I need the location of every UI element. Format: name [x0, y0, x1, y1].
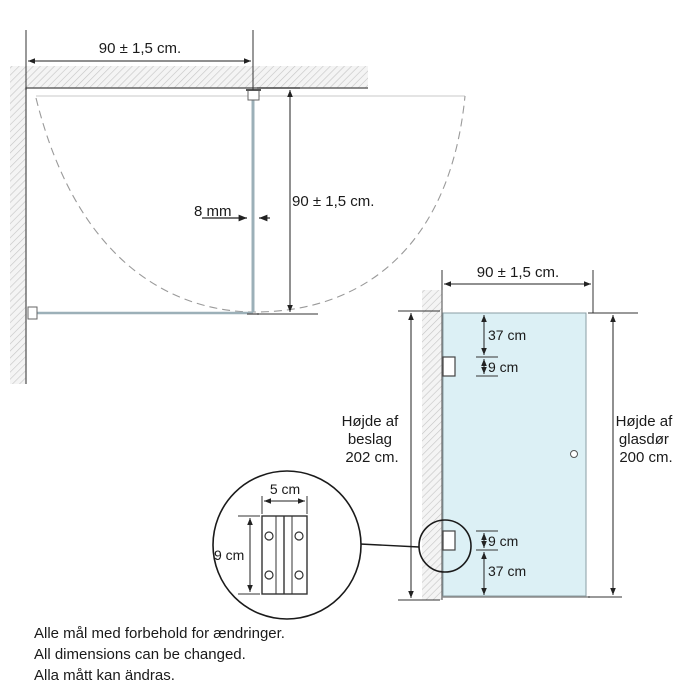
top-hinge-height-label: 9 cm	[488, 359, 518, 375]
disclaimer-swedish: Alla mått kan ändras.	[34, 667, 175, 684]
fitting-height-line-3: 202 cm.	[345, 449, 398, 466]
bottom-hinge-offset-label: 37 cm	[488, 563, 526, 579]
disclaimer-english: All dimensions can be changed.	[34, 646, 246, 663]
front-view: 90 ± 1,5 cm. 37 cm 9 cm 9 cm 37 cm Højde…	[342, 264, 677, 601]
fitting-height-line-2: beslag	[348, 431, 392, 448]
top-width-label: 90 ± 1,5 cm.	[99, 40, 181, 57]
top-hinge-offset-label: 37 cm	[488, 327, 526, 343]
detail-screw	[294, 531, 304, 541]
wall-bracket	[27, 306, 38, 320]
fitting-height-label: Højde af beslag 202 cm.	[342, 413, 403, 466]
ceiling-wall-hatch	[26, 66, 368, 88]
front-wall-hatch	[422, 290, 442, 600]
glass-height-label: Højde af glasdør 200 cm.	[616, 413, 677, 466]
disclaimer-notes: Alle mål med forbehold for ændringer. Al…	[34, 623, 285, 686]
fitting-height-line-1: Højde af	[342, 413, 400, 430]
top-bracket	[247, 89, 260, 101]
detail-screw	[264, 570, 274, 580]
glass-height-line-1: Højde af	[616, 413, 674, 430]
detail-screw	[264, 531, 274, 541]
detail-callout-circle	[418, 519, 472, 573]
glass-height-line-2: glasdør	[619, 431, 669, 448]
glass-height-line-3: 200 cm.	[619, 449, 672, 466]
front-width-label: 90 ± 1,5 cm.	[477, 264, 559, 281]
detail-leader-line	[359, 543, 420, 548]
gap-label: 8 mm	[194, 203, 232, 220]
detail-height-label: 9 cm	[214, 547, 244, 563]
side-wall-hatch	[10, 66, 26, 384]
bottom-hinge	[442, 530, 456, 551]
door-knob	[570, 450, 578, 458]
glass-door	[442, 312, 587, 597]
top-view: 90 ± 1,5 cm. 90 ± 1,5 cm. 8 mm	[10, 30, 466, 384]
door-swing-arc	[35, 95, 466, 313]
top-depth-label: 90 ± 1,5 cm.	[292, 193, 374, 210]
hinge-detail: 5 cm 9 cm	[212, 470, 420, 620]
detail-screw	[294, 570, 304, 580]
detail-width-label: 5 cm	[270, 481, 300, 497]
top-hinge	[442, 356, 456, 377]
wall-outline	[25, 87, 368, 384]
disclaimer-danish: Alle mål med forbehold for ændringer.	[34, 625, 285, 642]
bottom-hinge-height-label: 9 cm	[488, 533, 518, 549]
